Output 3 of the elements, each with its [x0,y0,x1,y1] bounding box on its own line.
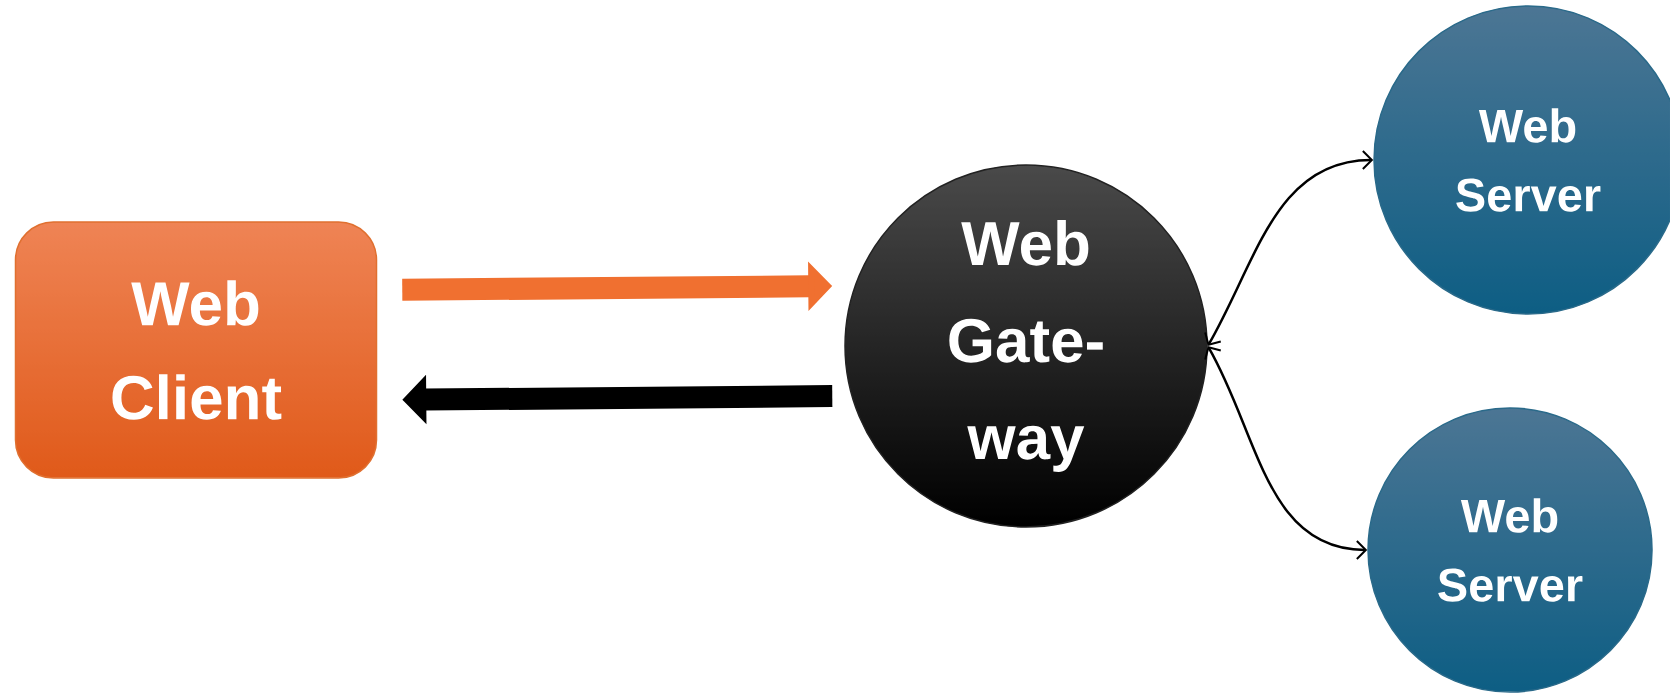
client-box: Web Client [14,221,378,479]
double-arrow [1204,150,1374,346]
double-arrow [1204,346,1368,560]
